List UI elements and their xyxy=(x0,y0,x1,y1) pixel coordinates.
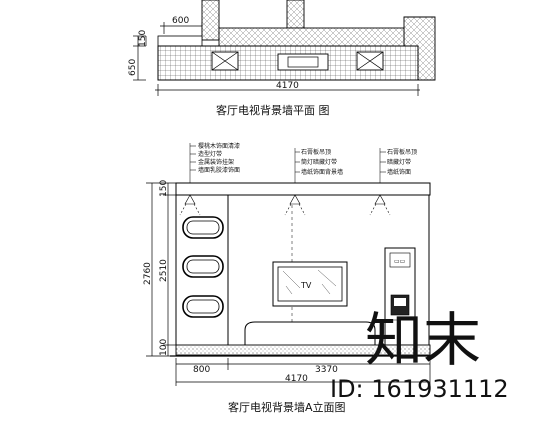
note-mid-2: 筒灯暗藏灯带 xyxy=(301,158,337,166)
elev-dim-800: 800 xyxy=(193,365,210,375)
note-left-1: 樱桃木饰面清漆 xyxy=(198,142,240,150)
elev-dims-bottom xyxy=(175,358,431,386)
wall-outline xyxy=(175,195,430,345)
plan-dim-bottom xyxy=(155,84,420,96)
note-right-2: 暗藏灯带 xyxy=(387,158,411,166)
watermark-logo: 知末 xyxy=(365,306,481,374)
elev-dim-3370: 3370 xyxy=(315,365,338,375)
shelf-rings xyxy=(182,216,224,318)
plan-tv-cabinet xyxy=(277,53,329,71)
elevation-view: 樱桃木饰面清漆 造型灯带 金属装饰挂架 墙面乳胶漆饰面 石膏板吊顶 筒灯暗藏灯带… xyxy=(143,142,432,414)
ac-grille-mark: ▭▭ xyxy=(394,258,405,265)
plan-view: 600 150 650 xyxy=(128,0,436,117)
plan-dim-150: 150 xyxy=(138,30,148,47)
notes-left: 樱桃木饰面清漆 造型灯带 金属装饰挂架 墙面乳胶漆饰面 xyxy=(198,142,240,174)
ceiling-soffit xyxy=(175,182,431,196)
note-mid-1: 石膏板吊顶 xyxy=(301,148,331,156)
note-left-2: 造型灯带 xyxy=(198,150,222,158)
elev-dim-2760: 2760 xyxy=(143,262,153,285)
note-left-4: 墙面乳胶漆饰面 xyxy=(198,166,240,174)
notes-right: 石膏板吊顶 暗藏灯带 墙纸饰面 xyxy=(387,148,417,176)
plan-dim-left xyxy=(133,35,147,81)
note-mid-3: 墙纸饰面背景墙 xyxy=(301,168,343,176)
plan-title: 客厅电视背景墙平面 图 xyxy=(216,103,330,117)
elev-dim-150: 150 xyxy=(159,180,169,197)
plan-dim-650: 650 xyxy=(128,59,138,76)
elev-dim-100: 100 xyxy=(159,339,169,356)
notes-middle: 石膏板吊顶 筒灯暗藏灯带 墙纸饰面背景墙 xyxy=(301,148,343,176)
plan-wall-upper-band xyxy=(218,27,405,47)
ceiling-spotlights xyxy=(179,194,391,216)
watermark-id: ID: 161931112 xyxy=(330,375,509,403)
tv-console xyxy=(244,321,376,345)
note-right-3: 墙纸饰面 xyxy=(387,168,411,176)
note-right-1: 石膏板吊顶 xyxy=(387,148,417,156)
plan-box-left xyxy=(211,51,239,71)
floor-skirting xyxy=(175,344,431,356)
tv-label: TV xyxy=(300,281,312,290)
watermark: 知末 ID: 161931112 xyxy=(330,306,509,403)
air-conditioner: ▭▭ xyxy=(384,247,416,346)
elev-dim-4170: 4170 xyxy=(285,374,308,384)
plan-box-right xyxy=(356,51,384,71)
tv-set: TV xyxy=(272,261,348,307)
note-left-3: 金属装饰挂架 xyxy=(198,158,234,166)
elevation-title: 客厅电视背景墙A立面图 xyxy=(228,400,346,414)
plan-wall-mid-column xyxy=(286,0,305,29)
plan-wall-left-column xyxy=(201,0,220,41)
plan-dim-4170: 4170 xyxy=(276,81,299,91)
elev-dim-2510: 2510 xyxy=(159,259,169,282)
plan-dim-600: 600 xyxy=(172,16,189,26)
plan-ledge xyxy=(157,35,203,47)
